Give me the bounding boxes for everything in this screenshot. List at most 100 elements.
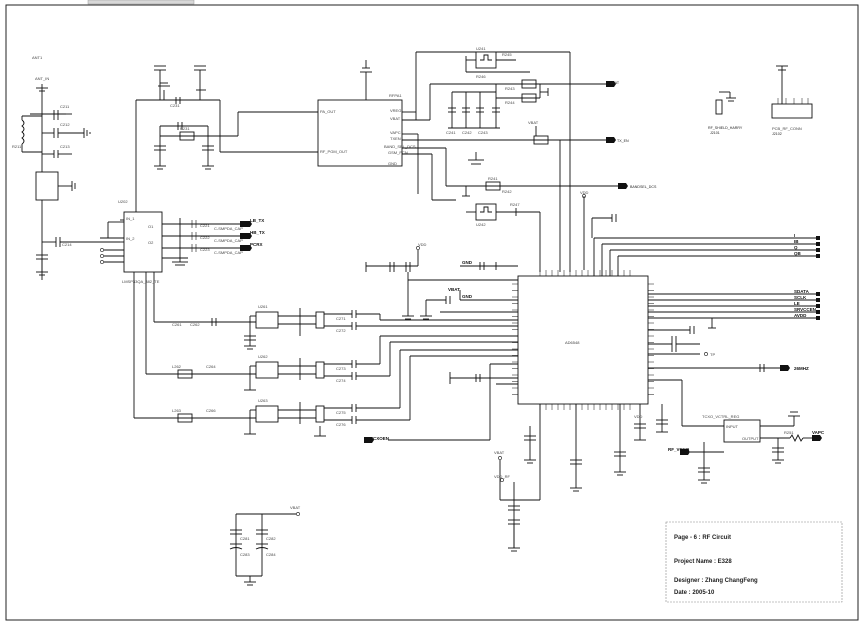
net-label-rf-vcxo: RF_VCXO <box>668 447 690 452</box>
svg-text:IN_1: IN_1 <box>126 216 135 221</box>
sheet-tab[interactable] <box>87 0 195 5</box>
svg-text:U241: U241 <box>476 46 486 51</box>
svg-text:LMSP33QA_382_TE: LMSP33QA_382_TE <box>122 279 160 284</box>
net-label-bandsel: BANDSEL_DCS <box>630 185 657 189</box>
svg-text:VDD: VDD <box>580 190 589 195</box>
net-label-vbat: VBAT <box>448 287 460 292</box>
pa-chip-label: PA_OUT <box>320 109 336 114</box>
svg-text:VDD: VDD <box>418 242 427 247</box>
svg-text:R231: R231 <box>180 126 190 131</box>
svg-text:U202: U202 <box>118 199 128 204</box>
net-label-qb: QB <box>794 251 802 256</box>
svg-text:TP: TP <box>710 352 715 357</box>
svg-text:U263: U263 <box>258 398 268 403</box>
bottom-left-section: VBAT C281 C282 C283 C284 <box>229 505 301 586</box>
bottom-center-section: VDD VBAT VDD_RF <box>494 404 646 552</box>
pa-section: C231 R231 <box>135 65 318 212</box>
antenna-section: ANT1 ANT_IN R211 C211 C212 C213 <box>12 55 120 280</box>
svg-text:C243: C243 <box>478 130 488 135</box>
net-label-tx-en: TX_EN <box>617 139 629 143</box>
svg-text:C283: C283 <box>240 552 250 557</box>
svg-text:C223: C223 <box>200 247 210 252</box>
svg-text:U262: U262 <box>258 354 268 359</box>
svg-text:BAND_SEL_DCS: BAND_SEL_DCS <box>384 144 416 149</box>
svg-text:C275: C275 <box>336 410 346 415</box>
svg-text:C272: C272 <box>336 328 346 333</box>
net-label-vapc: VAPC <box>812 430 825 435</box>
svg-text:C-SMPDA_CAP: C-SMPDA_CAP <box>214 250 243 255</box>
svg-text:C214: C214 <box>62 242 72 247</box>
svg-text:VBAT: VBAT <box>610 81 620 85</box>
svg-text:VBAT: VBAT <box>390 116 401 121</box>
svg-text:R251: R251 <box>784 430 794 435</box>
net-label-26mhz: 26MHZ <box>794 366 809 371</box>
svg-text:R244: R244 <box>505 100 515 105</box>
rf-shield-ref: J2101 <box>710 131 720 135</box>
svg-text:VDD_RF: VDD_RF <box>494 474 511 479</box>
svg-text:R246: R246 <box>476 74 486 79</box>
svg-text:C276: C276 <box>336 422 346 427</box>
net-label-q: Q <box>794 245 798 250</box>
transceiver-label: AD6548 <box>565 340 580 345</box>
svg-text:O1: O1 <box>148 224 154 229</box>
svg-text:C282: C282 <box>266 536 276 541</box>
svg-text:C213: C213 <box>60 144 70 149</box>
pa-right-wiring: VBAT R241 R242 R243 R244 <box>402 51 620 272</box>
net-label-srvccen: SRVCCEN <box>794 307 816 312</box>
svg-text:R242: R242 <box>502 189 512 194</box>
svg-text:C211: C211 <box>60 104 70 109</box>
svg-text:C222: C222 <box>200 235 210 240</box>
net-label-ib: IB <box>794 239 799 244</box>
svg-text:OUTPUT: OUTPUT <box>742 436 759 441</box>
svg-text:VDD: VDD <box>634 414 643 419</box>
net-label-lb-tx: LB_TX <box>250 218 264 223</box>
bus-terminals <box>816 236 820 320</box>
svg-text:ANT_IN: ANT_IN <box>35 76 49 81</box>
svg-text:VAPC: VAPC <box>390 130 401 135</box>
svg-text:C261: C261 <box>172 322 182 327</box>
svg-text:VREG: VREG <box>390 108 401 113</box>
vapc-section: TCXO_VCTRL_REG INPUT OUTPUT R251 <box>656 404 812 484</box>
svg-text:C281: C281 <box>240 536 250 541</box>
svg-text:L262: L262 <box>172 364 182 369</box>
svg-text:C284: C284 <box>266 552 276 557</box>
svg-text:PCB_RF_CONN: PCB_RF_CONN <box>772 126 802 131</box>
svg-text:C-SMPDA_CAP: C-SMPDA_CAP <box>214 226 243 231</box>
svg-text:RFPA1: RFPA1 <box>389 93 402 98</box>
svg-text:L263: L263 <box>172 408 182 413</box>
net-label-avdd: AVDD <box>794 313 807 318</box>
title-block-page: Page - 6 : RF Circuit <box>674 535 731 541</box>
svg-text:C262: C262 <box>190 322 200 327</box>
shield-area: PCB_RF_CONN <box>715 65 813 131</box>
svg-text:GSM_PCN: GSM_PCN <box>388 150 408 155</box>
svg-text:INPUT: INPUT <box>726 424 739 429</box>
sheet-border <box>5 4 859 621</box>
svg-text:C266: C266 <box>206 408 216 413</box>
svg-text:C221: C221 <box>200 223 210 228</box>
svg-text:C273: C273 <box>336 366 346 371</box>
svg-text:R247: R247 <box>510 202 520 207</box>
svg-text:GND: GND <box>388 161 397 166</box>
svg-text:U242: U242 <box>476 222 486 227</box>
svg-text:TXEN: TXEN <box>390 136 401 141</box>
rf-shield-label: RF_SHIELD_HARRY <box>708 126 743 130</box>
svg-text:VBAT: VBAT <box>494 450 505 455</box>
left-power-section: VDD <box>365 242 518 385</box>
net-label-sclk: SCLK <box>794 295 807 300</box>
svg-text:C-SMPDA_CAP: C-SMPDA_CAP <box>214 238 243 243</box>
svg-text:VBAT: VBAT <box>290 505 301 510</box>
svg-text:C271: C271 <box>336 316 346 321</box>
svg-text:C241: C241 <box>446 130 456 135</box>
svg-text:VBAT: VBAT <box>528 120 539 125</box>
svg-text:C231: C231 <box>170 103 180 108</box>
svg-text:R211: R211 <box>12 144 22 149</box>
right-bus-lines: TP VDD <box>580 190 816 427</box>
title-block: Page - 6 : RF Circuit Project Name : E32… <box>665 521 843 603</box>
title-block-project: Project Name : E328 <box>674 559 732 565</box>
svg-text:RF_PGM_OUT: RF_PGM_OUT <box>320 149 348 154</box>
svg-text:C264: C264 <box>206 364 216 369</box>
title-block-date: Date : 2005-10 <box>674 590 715 596</box>
regulator-top: U241 R245 R246 U242 R247 <box>465 46 541 272</box>
net-label-vcxoen: VCXOEN <box>370 436 389 441</box>
